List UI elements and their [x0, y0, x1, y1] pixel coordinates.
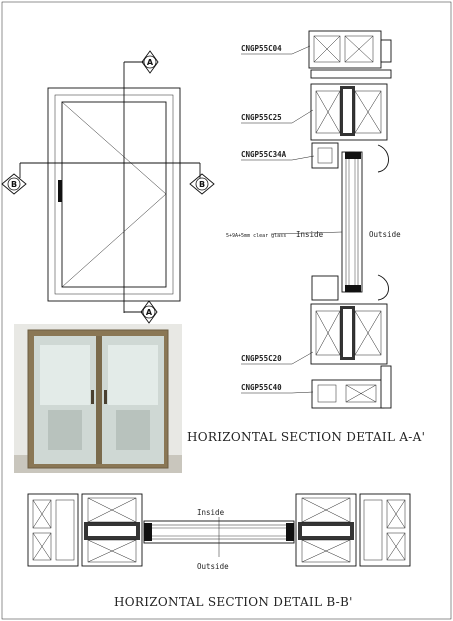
door-photo — [14, 324, 182, 473]
aa-inside-label: Inside — [296, 230, 324, 239]
profile-label-c40: CNGP55C40 — [241, 383, 282, 392]
marker-a-top-label: A — [147, 58, 154, 67]
window-handle — [58, 180, 62, 202]
profile-label-c25: CNGP55C25 — [241, 113, 282, 122]
profile-label-c04: CNGP55C04 — [241, 44, 282, 53]
section-marker-a-top: A — [124, 50, 159, 74]
section-aa-leaders — [241, 45, 343, 394]
section-aa-drawing — [308, 30, 392, 409]
marker-a-bottom-label: A — [146, 308, 153, 317]
section-bb-labels: Inside Outside HORIZONTAL SECTION DETAIL… — [114, 508, 353, 609]
aa-outside-label: Outside — [369, 230, 401, 239]
section-marker-b-left: B — [1, 163, 27, 195]
section-marker-b-right: B — [189, 163, 215, 195]
section-bb-drawing — [27, 493, 411, 567]
bb-outside-label: Outside — [197, 562, 229, 571]
section-aa-title: HORIZONTAL SECTION DETAIL A-A' — [187, 430, 425, 444]
section-aa-labels: CNGP55C04 CNGP55C25 CNGP55C34A CNGP55C20… — [187, 44, 425, 444]
bb-inside-label: Inside — [197, 508, 225, 517]
marker-b-left-label: B — [11, 180, 17, 189]
window-elevation — [20, 62, 200, 313]
profile-label-c34a: CNGP55C34A — [241, 150, 287, 159]
glass-note: 5+9A+5mm clear glass — [226, 233, 286, 239]
marker-b-right-label: B — [199, 180, 205, 189]
section-bb-title: HORIZONTAL SECTION DETAIL B-B' — [114, 595, 353, 609]
profile-label-c20: CNGP55C20 — [241, 354, 282, 363]
section-marker-a-bottom: A — [124, 300, 158, 324]
